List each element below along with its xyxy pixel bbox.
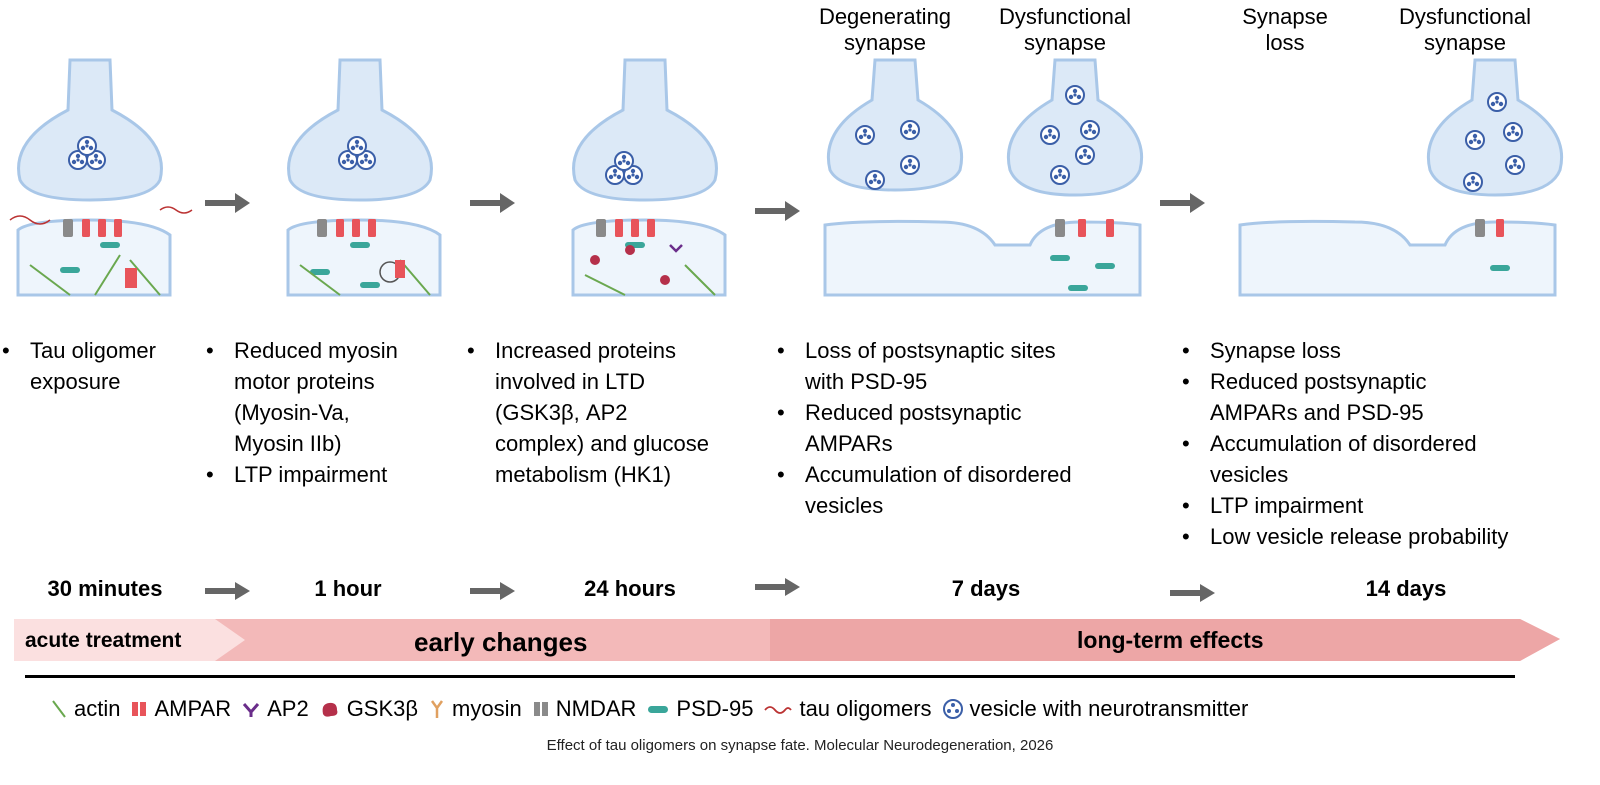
legend-item-gsk3b: GSK3β (319, 696, 418, 722)
legend-item-tau-oligomers: tau oligomers (763, 696, 932, 722)
stage4-synapses (823, 58, 1144, 297)
legend-item-actin: actin (50, 696, 120, 722)
legend: actin AMPAR AP2 GSK3β myosin NMDAR PSD-9… (50, 696, 1248, 722)
stage5-left-label: Synapse loss (1242, 4, 1328, 55)
myosin-icon (431, 700, 444, 718)
tau-oligomers-icon (764, 706, 793, 714)
phase-early-changes: early changes (414, 627, 588, 657)
timepoint-30-minutes: 30 minutes (47, 576, 163, 601)
ap2-icon (242, 703, 260, 717)
psd95-icon (648, 706, 669, 713)
timepoint-1-hour: 1 hour (314, 576, 382, 601)
bullets-stage5: Synapse loss Reduced postsynapticAMPARs … (1180, 335, 1508, 552)
stage4-left-label: Degenerating synapse (818, 4, 952, 55)
nmdar-icon (533, 702, 548, 716)
stage-arrows-top (205, 193, 1205, 221)
legend-item-vesicle: vesicle with neurotransmitter (942, 696, 1248, 722)
bullet-item: LTP impairment (204, 459, 398, 490)
timepoint-14-days: 14 days (1365, 576, 1447, 601)
synapse-panels (9, 58, 1564, 297)
legend-item-myosin: myosin (428, 696, 522, 722)
gsk3b-icon (322, 702, 338, 717)
timepoint-arrows (205, 578, 1215, 602)
figure-caption: Effect of tau oligomers on synapse fate.… (546, 737, 1054, 754)
phase-band (14, 619, 1560, 661)
phase-long-term-effects: long-term effects (1077, 627, 1264, 653)
stage4-right-label: Dysfunctional synapse (998, 4, 1132, 55)
timepoint-7-days: 7 days (951, 576, 1021, 601)
stage1-synapse (9, 58, 193, 297)
bullet-item: Synapse loss (1180, 335, 1508, 366)
timepoint-24-hours: 24 hours (584, 576, 676, 601)
legend-item-ampar: AMPAR (130, 696, 231, 722)
actin-icon (52, 700, 66, 718)
legend-item-ap2: AP2 (241, 696, 309, 722)
legend-item-psd95: PSD-95 (646, 696, 753, 722)
ampar-icon (132, 702, 147, 716)
bullet-item: Low vesicle release probability (1180, 521, 1508, 552)
divider-line (25, 675, 1515, 678)
legend-item-nmdar: NMDAR (532, 696, 636, 722)
stage2-synapse (286, 58, 442, 297)
stage5-right-label: Dysfunctional synapse (1398, 4, 1532, 55)
phase-acute-treatment: acute treatment (25, 629, 182, 652)
stage5-synapses (1238, 58, 1564, 297)
stage3-synapse (571, 58, 727, 297)
bullet-item: LTP impairment (1180, 490, 1508, 521)
vesicle-icon (942, 699, 963, 719)
